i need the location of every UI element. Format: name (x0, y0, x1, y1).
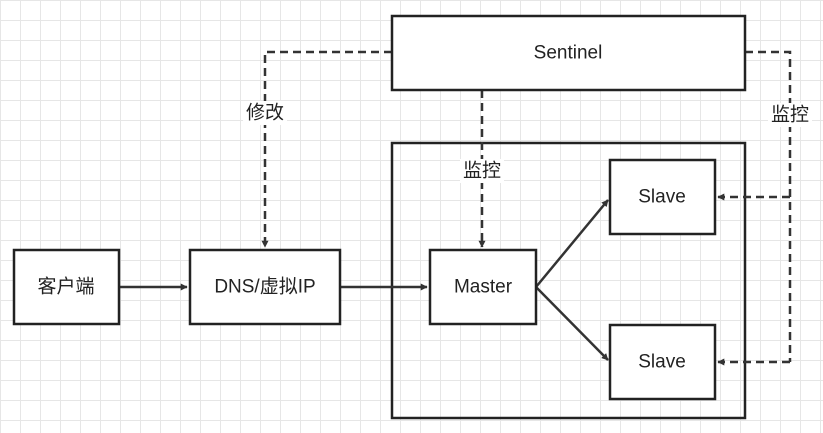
node-slave-top-label: Slave (638, 187, 686, 208)
edge-master-to-slave-top (535, 199, 609, 288)
node-dns-label: DNS/虚拟IP (214, 276, 315, 298)
edge-label-monitor-slaves: 监控 (768, 103, 812, 127)
master-slave-group-frame (390, 141, 747, 420)
node-client[interactable]: 客户端 (12, 248, 121, 326)
edge-label-modify-text: 修改 (246, 102, 284, 124)
edge-label-monitor-master-text: 监控 (463, 160, 501, 182)
edge-label-modify: 修改 (243, 101, 287, 125)
node-slave-bottom-label: Slave (638, 352, 686, 373)
node-client-label: 客户端 (37, 276, 94, 298)
node-master-label: Master (454, 277, 513, 298)
node-slave-bottom[interactable]: Slave (608, 323, 717, 401)
edge-label-monitor-master: 监控 (460, 159, 504, 183)
node-dns[interactable]: DNS/虚拟IP (188, 248, 342, 326)
node-sentinel-label: Sentinel (534, 43, 603, 64)
edge-master-to-slave-bottom (535, 286, 609, 361)
node-slave-top[interactable]: Slave (608, 158, 717, 236)
edge-sentinel-monitor-trunk (745, 50, 792, 362)
edge-sentinel-to-dns (261, 50, 392, 248)
node-sentinel[interactable]: Sentinel (390, 14, 747, 92)
edge-label-monitor-slaves-text: 监控 (771, 104, 809, 126)
node-master[interactable]: Master (428, 248, 538, 326)
